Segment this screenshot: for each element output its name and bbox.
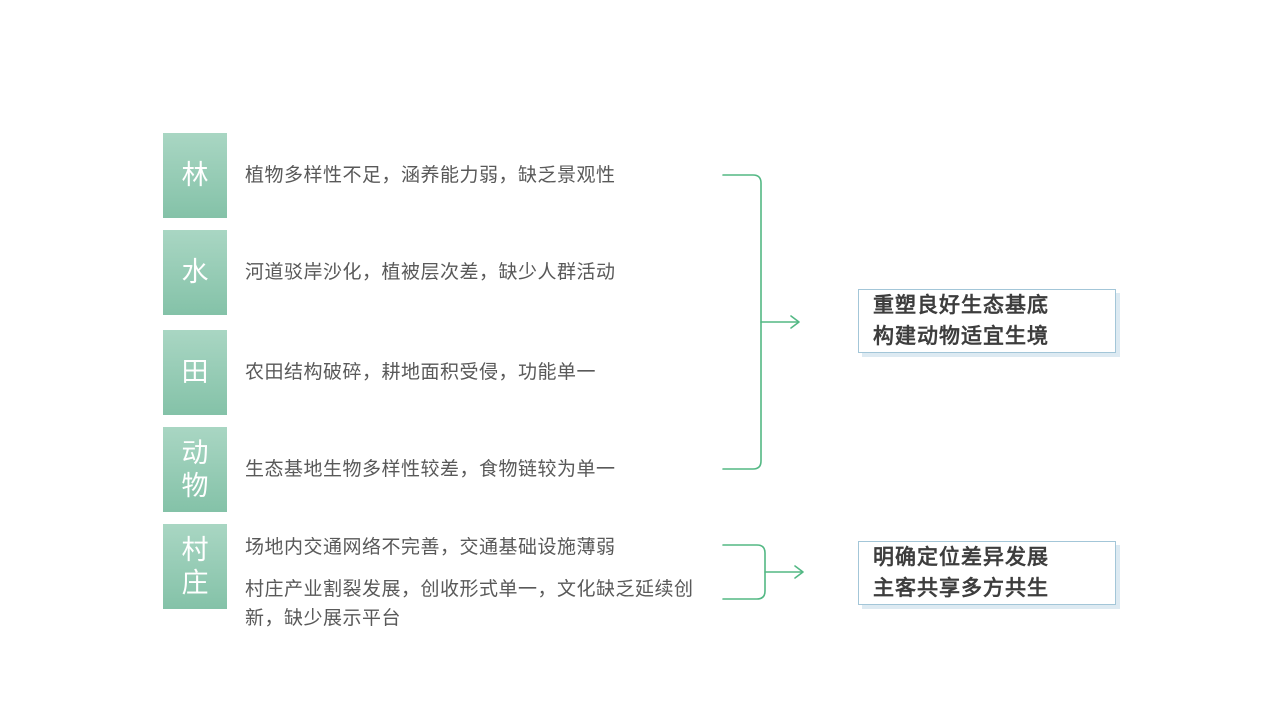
conclusion-line: 明确定位差异发展 (873, 546, 1049, 569)
category-tile-water: 水 (163, 230, 227, 315)
category-tile-field: 田 (163, 330, 227, 415)
category-tile-forest: 林 (163, 133, 227, 218)
conclusion-line: 主客共享多方共生 (873, 577, 1049, 600)
conclusion-box-ecology: 重塑良好生态基底 构建动物适宜生境 (858, 289, 1116, 353)
category-description-forest: 植物多样性不足，涵养能力弱，缺乏景观性 (245, 165, 616, 186)
conclusion-line: 重塑良好生态基底 (873, 294, 1049, 317)
conclusion-box-village: 明确定位差异发展 主客共享多方共生 (858, 541, 1116, 605)
bracket-top (722, 174, 762, 470)
category-label: 村庄 (181, 535, 209, 598)
category-label: 水 (181, 257, 209, 288)
category-tile-animals: 动物 (163, 427, 227, 512)
bracket-bottom (722, 544, 766, 600)
category-tile-village: 村庄 (163, 524, 227, 609)
category-description-animals: 生态基地生物多样性较差，食物链较为单一 (245, 459, 616, 480)
category-label: 田 (181, 357, 209, 388)
category-label: 林 (181, 160, 209, 191)
category-description-water: 河道驳岸沙化，植被层次差，缺少人群活动 (245, 262, 616, 283)
category-label: 动物 (181, 438, 209, 501)
arrow-head-icon (790, 315, 800, 329)
category-description-village-2: 村庄产业割裂发展，创收形式单一，文化缺乏延续创新，缺少展示平台 (245, 579, 694, 629)
category-description-field: 农田结构破碎，耕地面积受侵，功能单一 (245, 362, 597, 383)
category-description-village-1: 场地内交通网络不完善，交通基础设施薄弱 (245, 537, 616, 558)
arrow-head-icon (794, 565, 804, 579)
conclusion-line: 构建动物适宜生境 (873, 325, 1049, 348)
